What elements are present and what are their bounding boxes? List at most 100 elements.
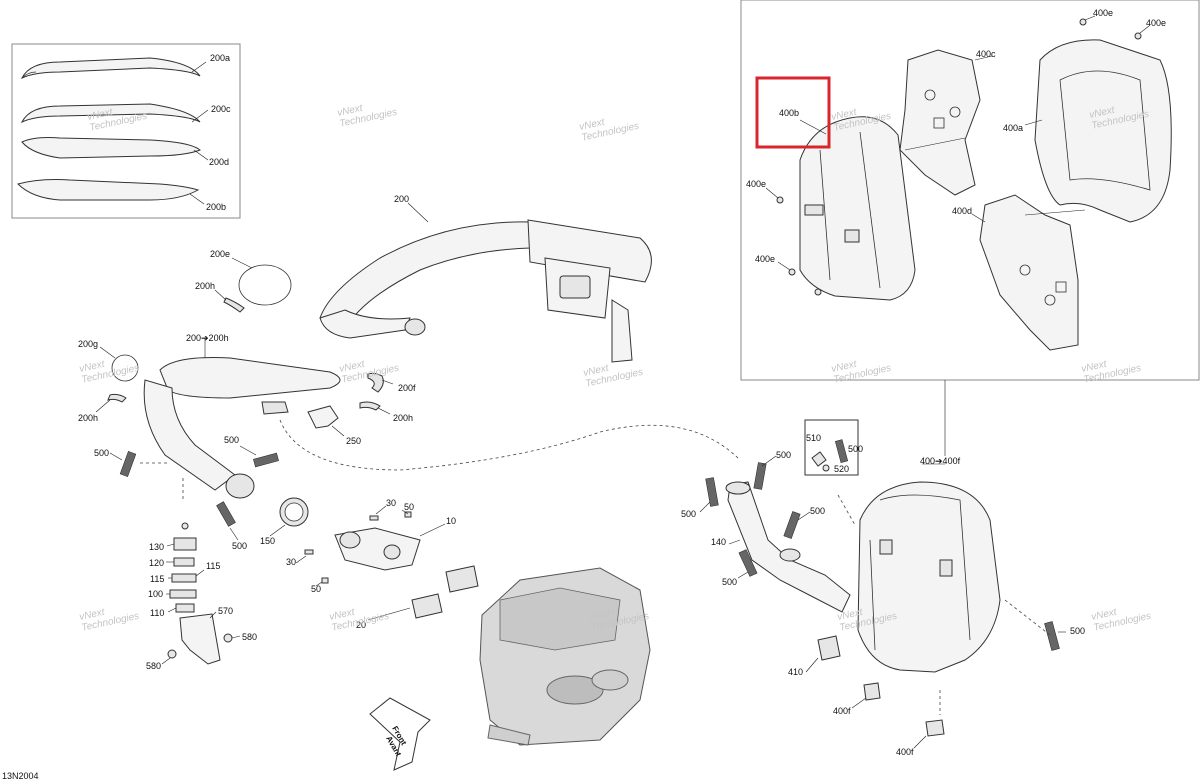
clip-510 <box>811 451 827 467</box>
label-500: 500 <box>776 450 791 460</box>
plate-120 <box>173 557 195 567</box>
spring-500 <box>834 439 849 463</box>
label-30: 30 <box>386 498 396 508</box>
label-400e: 400e <box>1093 8 1113 18</box>
label-400c: 400c <box>976 49 996 59</box>
label-200d: 200d <box>209 157 229 167</box>
cover-200c <box>20 103 201 124</box>
label-500: 500 <box>224 435 239 445</box>
label-200a: 200a <box>210 53 230 63</box>
spring-500 <box>753 462 767 490</box>
screw-400e <box>1079 18 1087 26</box>
spring-500 <box>1044 621 1060 651</box>
label-400b: 400b <box>779 108 799 118</box>
bolt-580 <box>167 649 177 659</box>
label-400d: 400d <box>952 206 972 216</box>
bolt-30 <box>369 515 379 521</box>
label-20: 20 <box>356 620 366 630</box>
tuned-pipe-200: 200 <box>319 194 652 363</box>
spring-500 <box>705 477 719 507</box>
watermark: vNextTechnologies <box>578 110 640 144</box>
label-50: 50 <box>404 502 414 512</box>
label-580: 580 <box>146 661 161 671</box>
front-direction-arrow: Front Avant <box>369 697 431 771</box>
inset-pipe-covers: 200a 200c 200d 200b <box>11 43 241 219</box>
cover-400a <box>1034 39 1172 223</box>
parts-box-510-520 <box>804 419 859 476</box>
ring-200f <box>367 372 384 393</box>
header-pipe <box>143 379 236 491</box>
header-flange <box>225 473 255 499</box>
label-200f: 200f <box>398 383 416 393</box>
label-50: 50 <box>311 584 321 594</box>
rubber-400f <box>925 719 945 737</box>
label-400a: 400a <box>1003 123 1023 133</box>
bracket-window <box>559 275 591 299</box>
pipe-flange <box>725 481 751 495</box>
springs-left: 500 500 500 <box>94 435 279 551</box>
spring-500 <box>119 451 137 477</box>
watermark: vNextTechnologies <box>78 600 140 634</box>
manifold-group: 150 30 50 10 30 50 20 <box>260 497 479 630</box>
tuned-pipe-assembly: 200g 200➔200h 200f 200h 200h 250 <box>78 333 416 499</box>
engine-block <box>479 567 651 746</box>
nut-400e <box>814 288 822 296</box>
ring-200e <box>238 264 292 306</box>
label-410: 410 <box>788 667 803 677</box>
spring-500 <box>783 511 801 539</box>
label-200h-left: 200h <box>78 413 98 423</box>
silencer-400f <box>857 481 1001 673</box>
screw-400e <box>776 196 784 204</box>
label-200c: 200c <box>211 104 231 114</box>
inset-frame-right <box>740 0 1200 381</box>
routing-dashed-line <box>279 419 741 471</box>
bracket-250 <box>307 405 339 429</box>
label-400f: 400f <box>896 747 914 757</box>
screw-400e <box>788 268 796 276</box>
bracket-570 <box>179 613 221 665</box>
bolt-580 <box>223 633 233 643</box>
arrow-shape <box>369 697 431 771</box>
label-200: 200 <box>394 194 409 204</box>
spring-500 <box>216 501 236 527</box>
label-10: 10 <box>446 516 456 526</box>
grommet-200h-right <box>359 401 381 411</box>
label-510: 510 <box>806 433 821 443</box>
mount-bracket-stack: 130 120 115 115 100 110 570 580 580 <box>146 522 257 671</box>
label-400f: 400f <box>833 706 851 716</box>
label-400e: 400e <box>755 254 775 264</box>
reference-code: 13N2004 <box>2 771 39 781</box>
tab <box>261 401 289 415</box>
label-500: 500 <box>848 444 863 454</box>
silencer-mount <box>804 204 824 216</box>
watermark: vNextTechnologies <box>336 96 398 130</box>
gasket-20 <box>445 565 479 593</box>
label-140: 140 <box>711 537 726 547</box>
inset-silencer-shields: 400e 400e 400e 400e 400c 400b 400a 400d <box>740 0 1200 381</box>
ring-200g <box>111 354 139 382</box>
label-130: 130 <box>149 542 164 552</box>
bolt-30 <box>304 549 314 555</box>
watermark: vNextTechnologies <box>830 352 892 386</box>
washer-50 <box>404 511 412 518</box>
washer-520 <box>822 464 830 472</box>
label-580: 580 <box>242 632 257 642</box>
silencer-assembly-right: 510 500 520 500 400➔400f 500 500 140 500… <box>681 419 1085 757</box>
sensor-410 <box>817 635 841 661</box>
watermark: vNextTechnologies <box>1080 352 1142 386</box>
outlet-pipe <box>611 299 633 363</box>
rubber-400f <box>863 682 881 701</box>
gasket-20b <box>411 593 443 619</box>
label-250: 250 <box>346 436 361 446</box>
cover-200b <box>17 179 200 201</box>
spring-500 <box>253 452 279 468</box>
expansion-chamber <box>159 357 341 399</box>
label-400-to-400f: 400➔400f <box>920 456 961 466</box>
label-200e: 200e <box>210 249 230 259</box>
cover-200a <box>20 57 201 80</box>
label-120: 120 <box>149 558 164 568</box>
label-150: 150 <box>260 536 275 546</box>
label-400e: 400e <box>1146 18 1166 28</box>
label-570: 570 <box>218 606 233 616</box>
ring-and-grommet: 200e 200h <box>195 249 292 313</box>
